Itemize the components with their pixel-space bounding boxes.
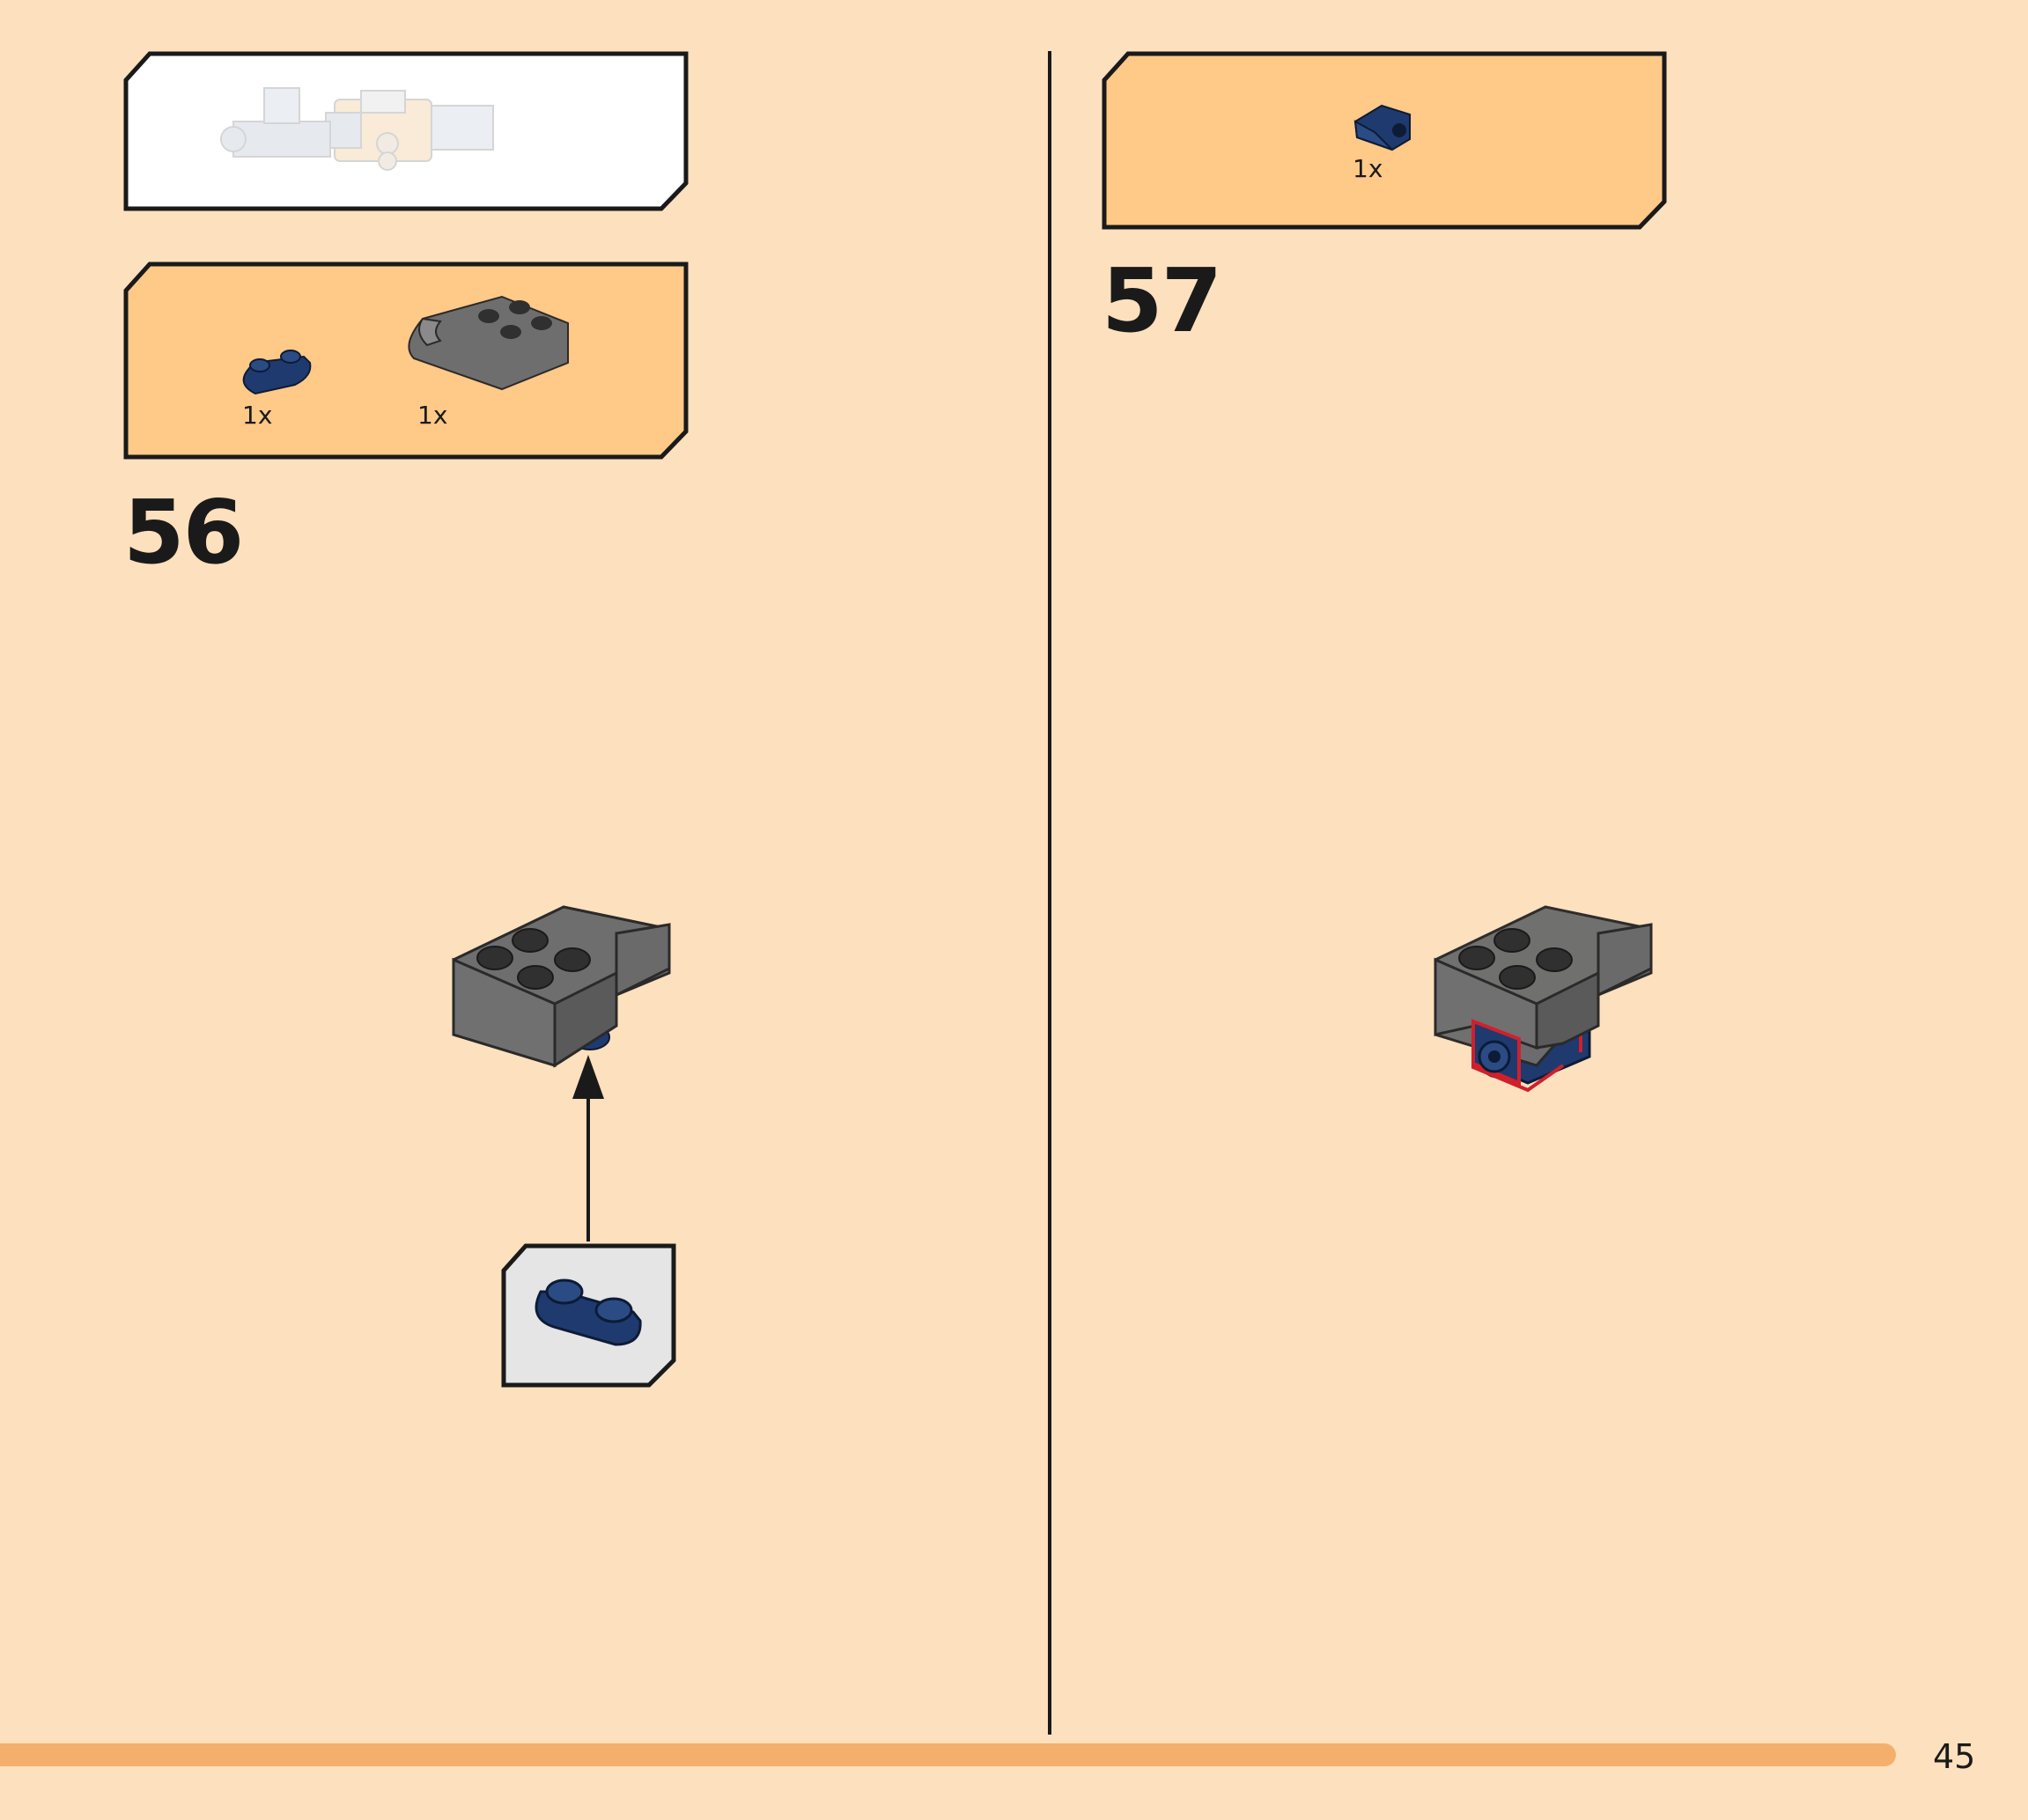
part-quantity-label: 1x	[242, 401, 273, 430]
step-57-build-illustration	[1434, 905, 1653, 1093]
submodel-overview-panel	[123, 51, 689, 211]
step-number: 56	[123, 481, 244, 584]
part-quantity-label: 1x	[1353, 154, 1383, 183]
step-number: 57	[1102, 249, 1222, 352]
page-divider	[1048, 51, 1051, 1735]
page-number: 45	[1933, 1737, 1976, 1776]
part-quantity-label: 1x	[417, 401, 448, 430]
footer-accent-bar	[0, 1743, 1896, 1766]
gray-socket-brick-part-icon	[408, 295, 569, 391]
navy-plate-part-icon	[242, 350, 312, 395]
parts-list-panel-step-57	[1102, 51, 1667, 230]
part-popup-box	[501, 1243, 676, 1388]
navy-plate-icon	[535, 1278, 642, 1346]
step-56-build-illustration	[452, 905, 671, 1242]
parts-list-panel-step-56	[123, 262, 689, 460]
navy-bracket-part-icon	[1353, 104, 1411, 151]
submodel-preview-image	[220, 87, 494, 171]
